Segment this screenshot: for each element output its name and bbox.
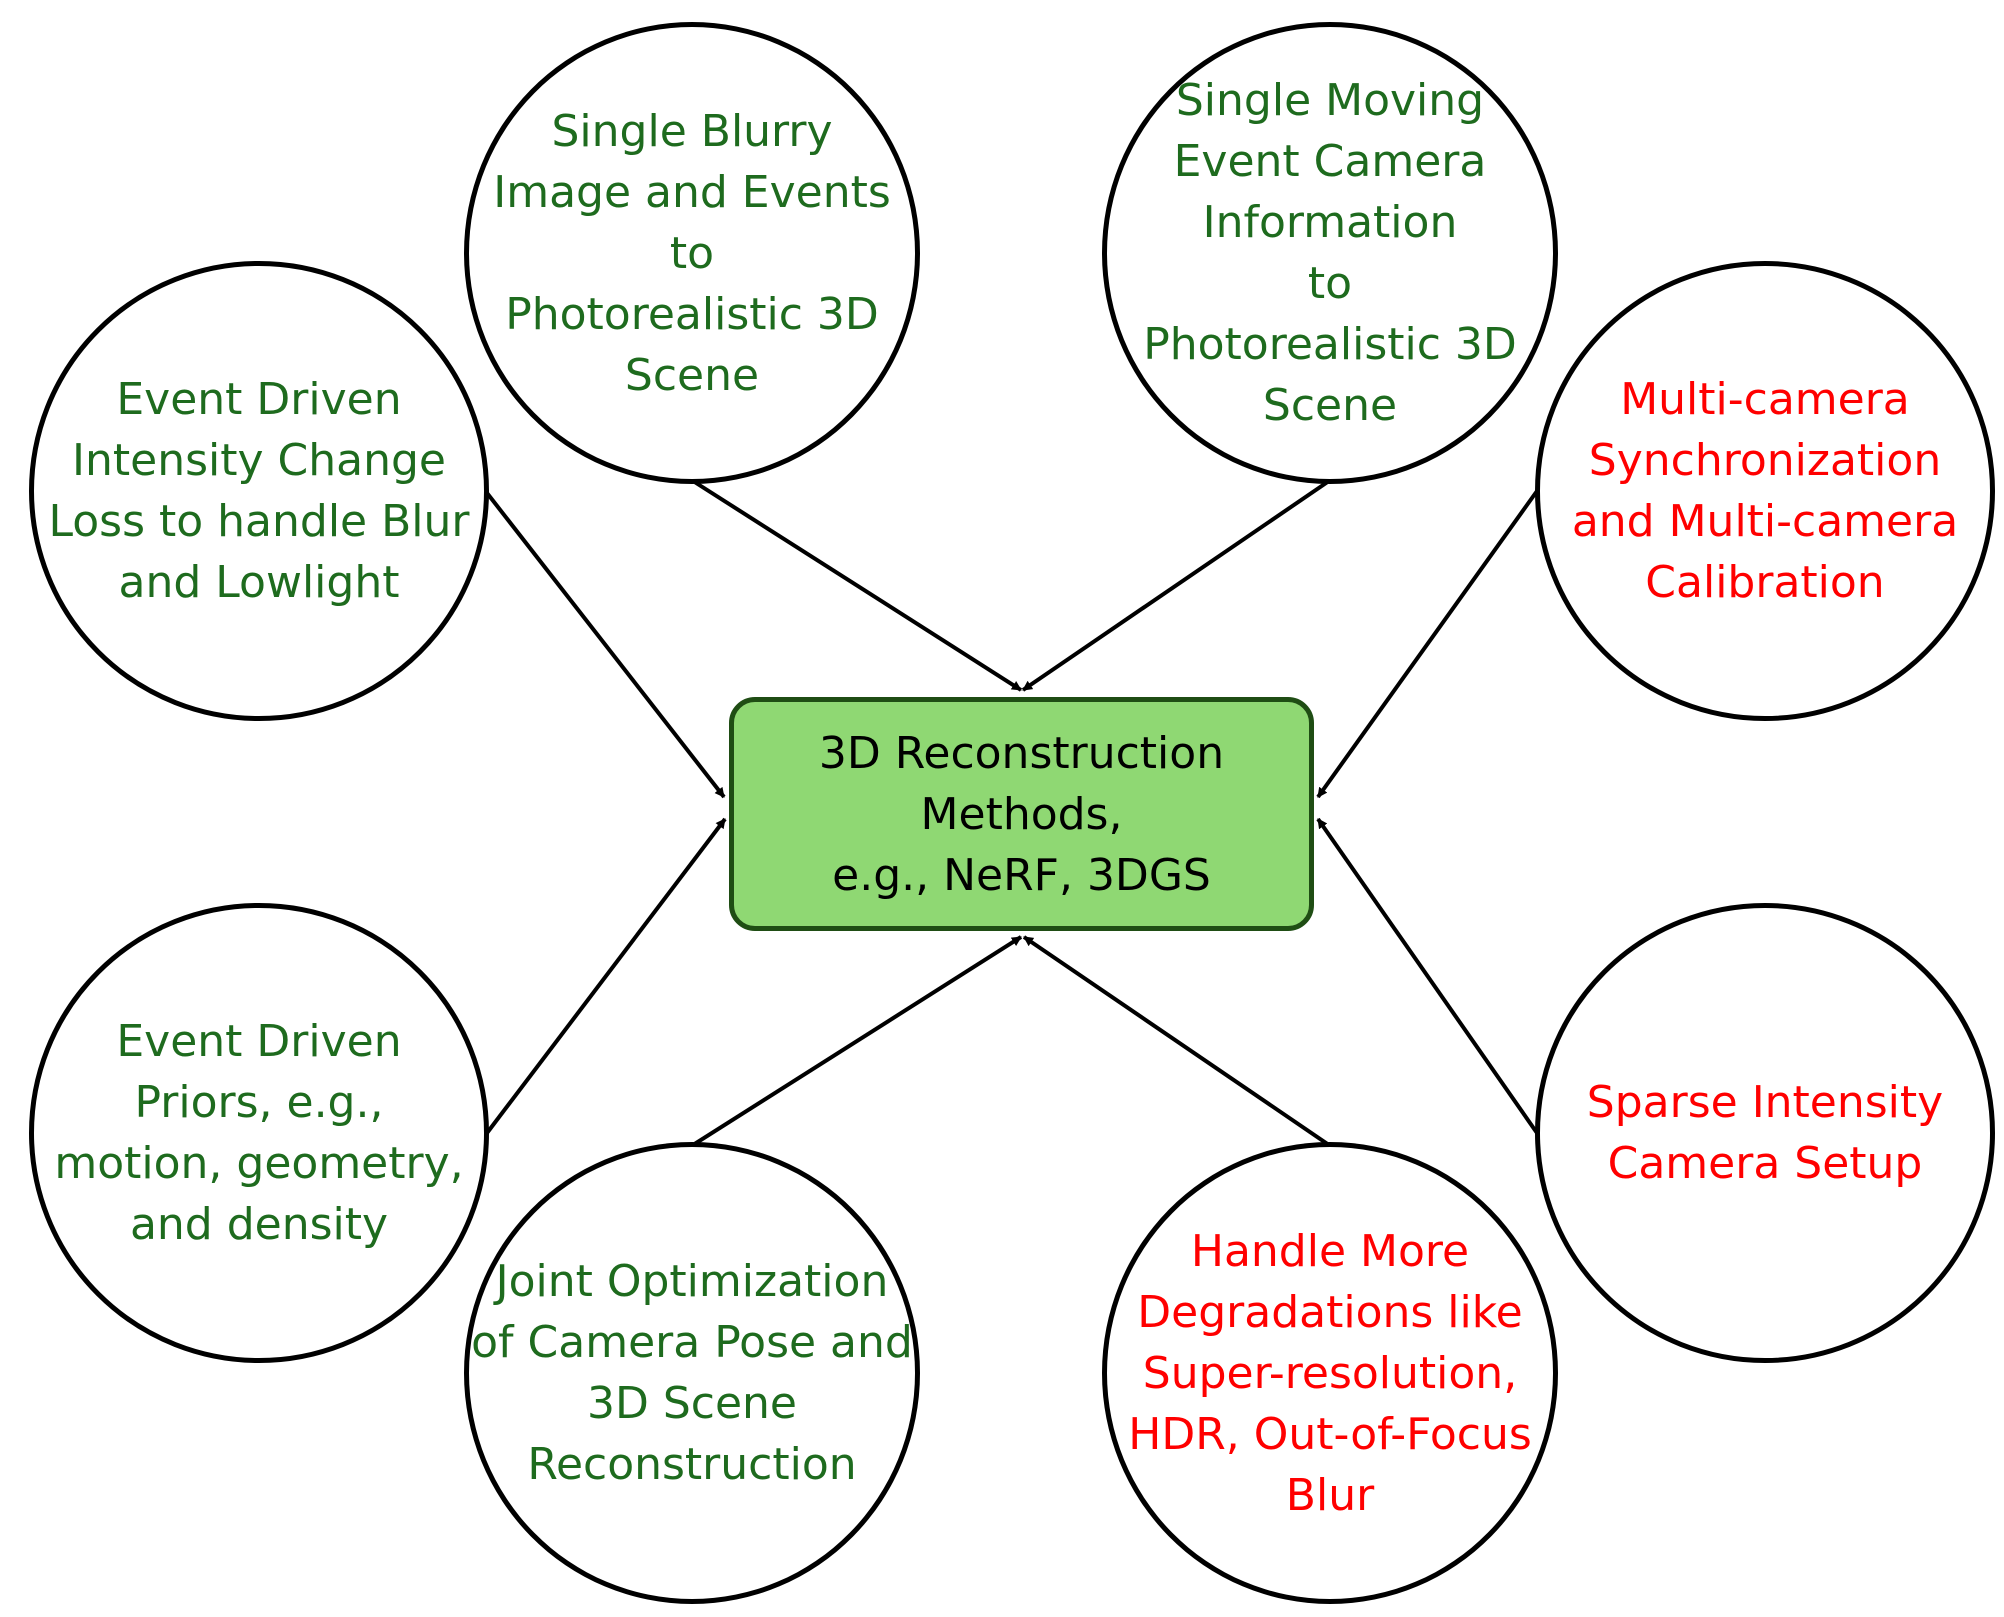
- node-moving-event-camera-label: Single Moving Event Camera Information t…: [1143, 75, 1517, 431]
- node-sparse-intensity-setup: Sparse Intensity Camera Setup: [1535, 903, 1995, 1363]
- arrow-joint-optimization-to-center: [691, 935, 1023, 1147]
- arrow-sparse-intensity-setup-to-center: [1316, 817, 1539, 1135]
- arrow-event-driven-priors-to-center: [485, 817, 727, 1135]
- node-blurry-image-events-label: Single Blurry Image and Events to Photor…: [493, 105, 891, 401]
- node-more-degradations: Handle More Degradations like Super-reso…: [1102, 1142, 1558, 1604]
- node-joint-optimization-label: Joint Optimization of Camera Pose and 3D…: [471, 1256, 913, 1490]
- center-box-label: 3D Reconstruction Methods, e.g., NeRF, 3…: [818, 727, 1225, 901]
- node-blurry-image-events: Single Blurry Image and Events to Photor…: [464, 22, 920, 484]
- arrow-more-degradations-to-center: [1022, 935, 1331, 1147]
- node-multi-camera-sync-label: Multi-camera Synchronization and Multi-c…: [1571, 374, 1959, 608]
- node-more-degradations-label: Handle More Degradations like Super-reso…: [1128, 1225, 1532, 1521]
- arrow-multi-camera-sync-to-center: [1316, 489, 1539, 799]
- arrow-blurry-image-events-to-center: [691, 479, 1023, 692]
- node-intensity-change-loss-label: Event Driven Intensity Change Loss to ha…: [48, 374, 470, 608]
- node-sparse-intensity-setup-label: Sparse Intensity Camera Setup: [1586, 1077, 1944, 1189]
- node-intensity-change-loss: Event Driven Intensity Change Loss to ha…: [29, 261, 489, 721]
- node-event-driven-priors-label: Event Driven Priors, e.g., motion, geome…: [54, 1016, 464, 1250]
- node-moving-event-camera: Single Moving Event Camera Information t…: [1102, 22, 1558, 484]
- arrow-moving-event-camera-to-center: [1021, 479, 1331, 692]
- node-event-driven-priors: Event Driven Priors, e.g., motion, geome…: [29, 903, 489, 1363]
- node-multi-camera-sync: Multi-camera Synchronization and Multi-c…: [1535, 261, 1995, 721]
- arrow-intensity-change-loss-to-center: [485, 491, 726, 799]
- center-box-3d-reconstruction: 3D Reconstruction Methods, e.g., NeRF, 3…: [729, 697, 1314, 931]
- node-joint-optimization: Joint Optimization of Camera Pose and 3D…: [464, 1142, 920, 1604]
